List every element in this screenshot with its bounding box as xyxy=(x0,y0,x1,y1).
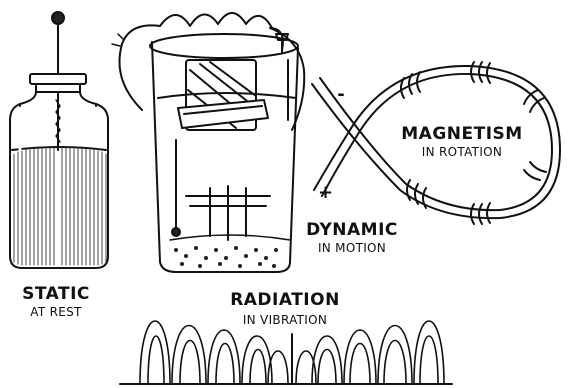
negative-sign: - xyxy=(334,86,348,104)
radiation-subtitle: IN VIBRATION xyxy=(226,314,344,326)
jar-liquid-hatching xyxy=(14,148,106,265)
dynamic-title: DYNAMIC xyxy=(300,222,404,239)
static-subtitle: AT REST xyxy=(16,306,96,318)
radiation-title: RADIATION xyxy=(226,292,344,309)
magnetism-title: MAGNETISM xyxy=(398,126,526,143)
static-title: STATIC xyxy=(16,286,96,303)
battery-cell-icon xyxy=(150,34,298,272)
positive-sign: + xyxy=(318,184,332,202)
magnetism-subtitle: IN ROTATION xyxy=(398,146,526,158)
dynamic-subtitle: IN MOTION xyxy=(300,242,404,254)
radiation-waves-icon xyxy=(120,321,452,384)
leyden-jar-icon xyxy=(10,12,108,268)
coiled-wire-icon xyxy=(120,13,283,110)
